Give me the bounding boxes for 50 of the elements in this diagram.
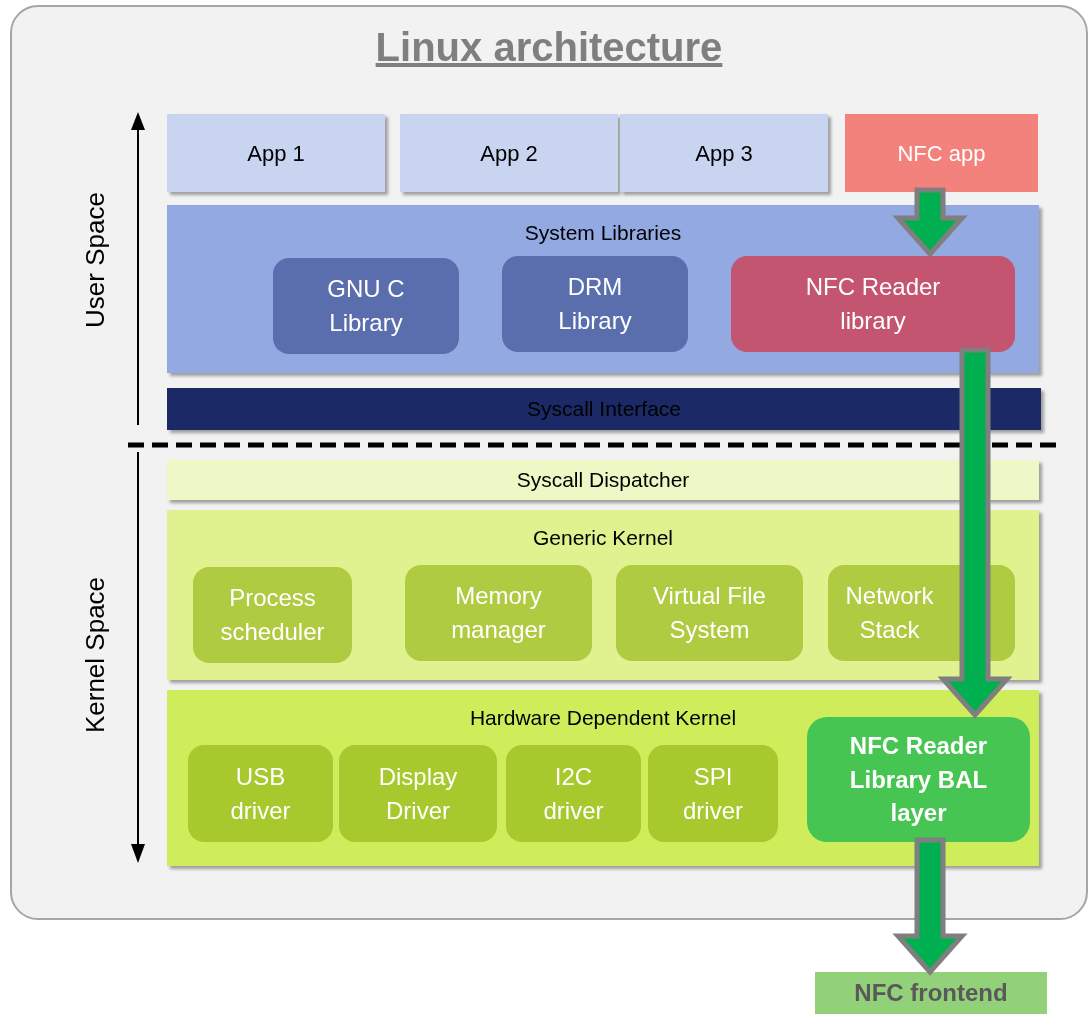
box-label: Process scheduler xyxy=(219,583,326,647)
library-box xyxy=(731,256,1015,352)
box-label: Virtual File System xyxy=(652,581,767,645)
driver-box xyxy=(506,745,641,842)
box-label: NFC Reader Library BAL layer xyxy=(848,731,989,829)
box-label: NFC frontend xyxy=(854,978,1008,1008)
box-label: Hardware Dependent Kernel xyxy=(469,705,737,731)
library-box xyxy=(273,258,459,354)
component-box xyxy=(193,567,352,663)
box-label: I2C driver xyxy=(542,761,605,826)
component-box xyxy=(616,565,803,661)
architecture-frame xyxy=(10,5,1088,920)
box-label: SPI driver xyxy=(682,761,744,826)
frontend-box xyxy=(815,972,1047,1014)
component-box xyxy=(405,565,592,661)
box-label: Network Stack xyxy=(844,581,935,645)
box-label: NFC app xyxy=(897,139,986,168)
axis-label: Kernel Space xyxy=(78,576,111,734)
block-arrow xyxy=(937,347,1013,719)
layer-band xyxy=(167,388,1041,430)
layer-band xyxy=(167,205,1039,373)
driver-box xyxy=(648,745,778,842)
app-box xyxy=(167,114,385,192)
app-box xyxy=(400,114,618,192)
layer-band xyxy=(167,690,1039,866)
app-box xyxy=(620,114,828,192)
block-arrow xyxy=(892,837,968,976)
block-arrow xyxy=(892,187,968,258)
box-label: System Libraries xyxy=(524,220,682,246)
library-box xyxy=(502,256,688,352)
box-label: Syscall Interface xyxy=(526,396,682,423)
app-box xyxy=(845,114,1038,192)
driver-box xyxy=(188,745,333,842)
box-label: App 2 xyxy=(480,139,538,168)
frame-heading: Linux architecture xyxy=(375,24,723,71)
box-label: Generic Kernel xyxy=(532,525,674,551)
layer-band xyxy=(167,510,1039,680)
driver-box xyxy=(807,717,1030,842)
box-label: App 3 xyxy=(695,139,753,168)
layer-band xyxy=(167,460,1039,500)
box-label: NFC Reader library xyxy=(804,272,942,336)
box-label: USB driver xyxy=(229,761,292,826)
box-label: Display Driver xyxy=(377,761,459,826)
box-label: GNU C Library xyxy=(326,274,406,338)
box-label: DRM Library xyxy=(557,272,633,336)
axis-label: User Space xyxy=(78,192,111,328)
box-label: Memory manager xyxy=(450,581,547,645)
box-label: App 1 xyxy=(247,139,305,168)
driver-box xyxy=(339,745,497,842)
box-label: Syscall Dispatcher xyxy=(516,467,690,494)
